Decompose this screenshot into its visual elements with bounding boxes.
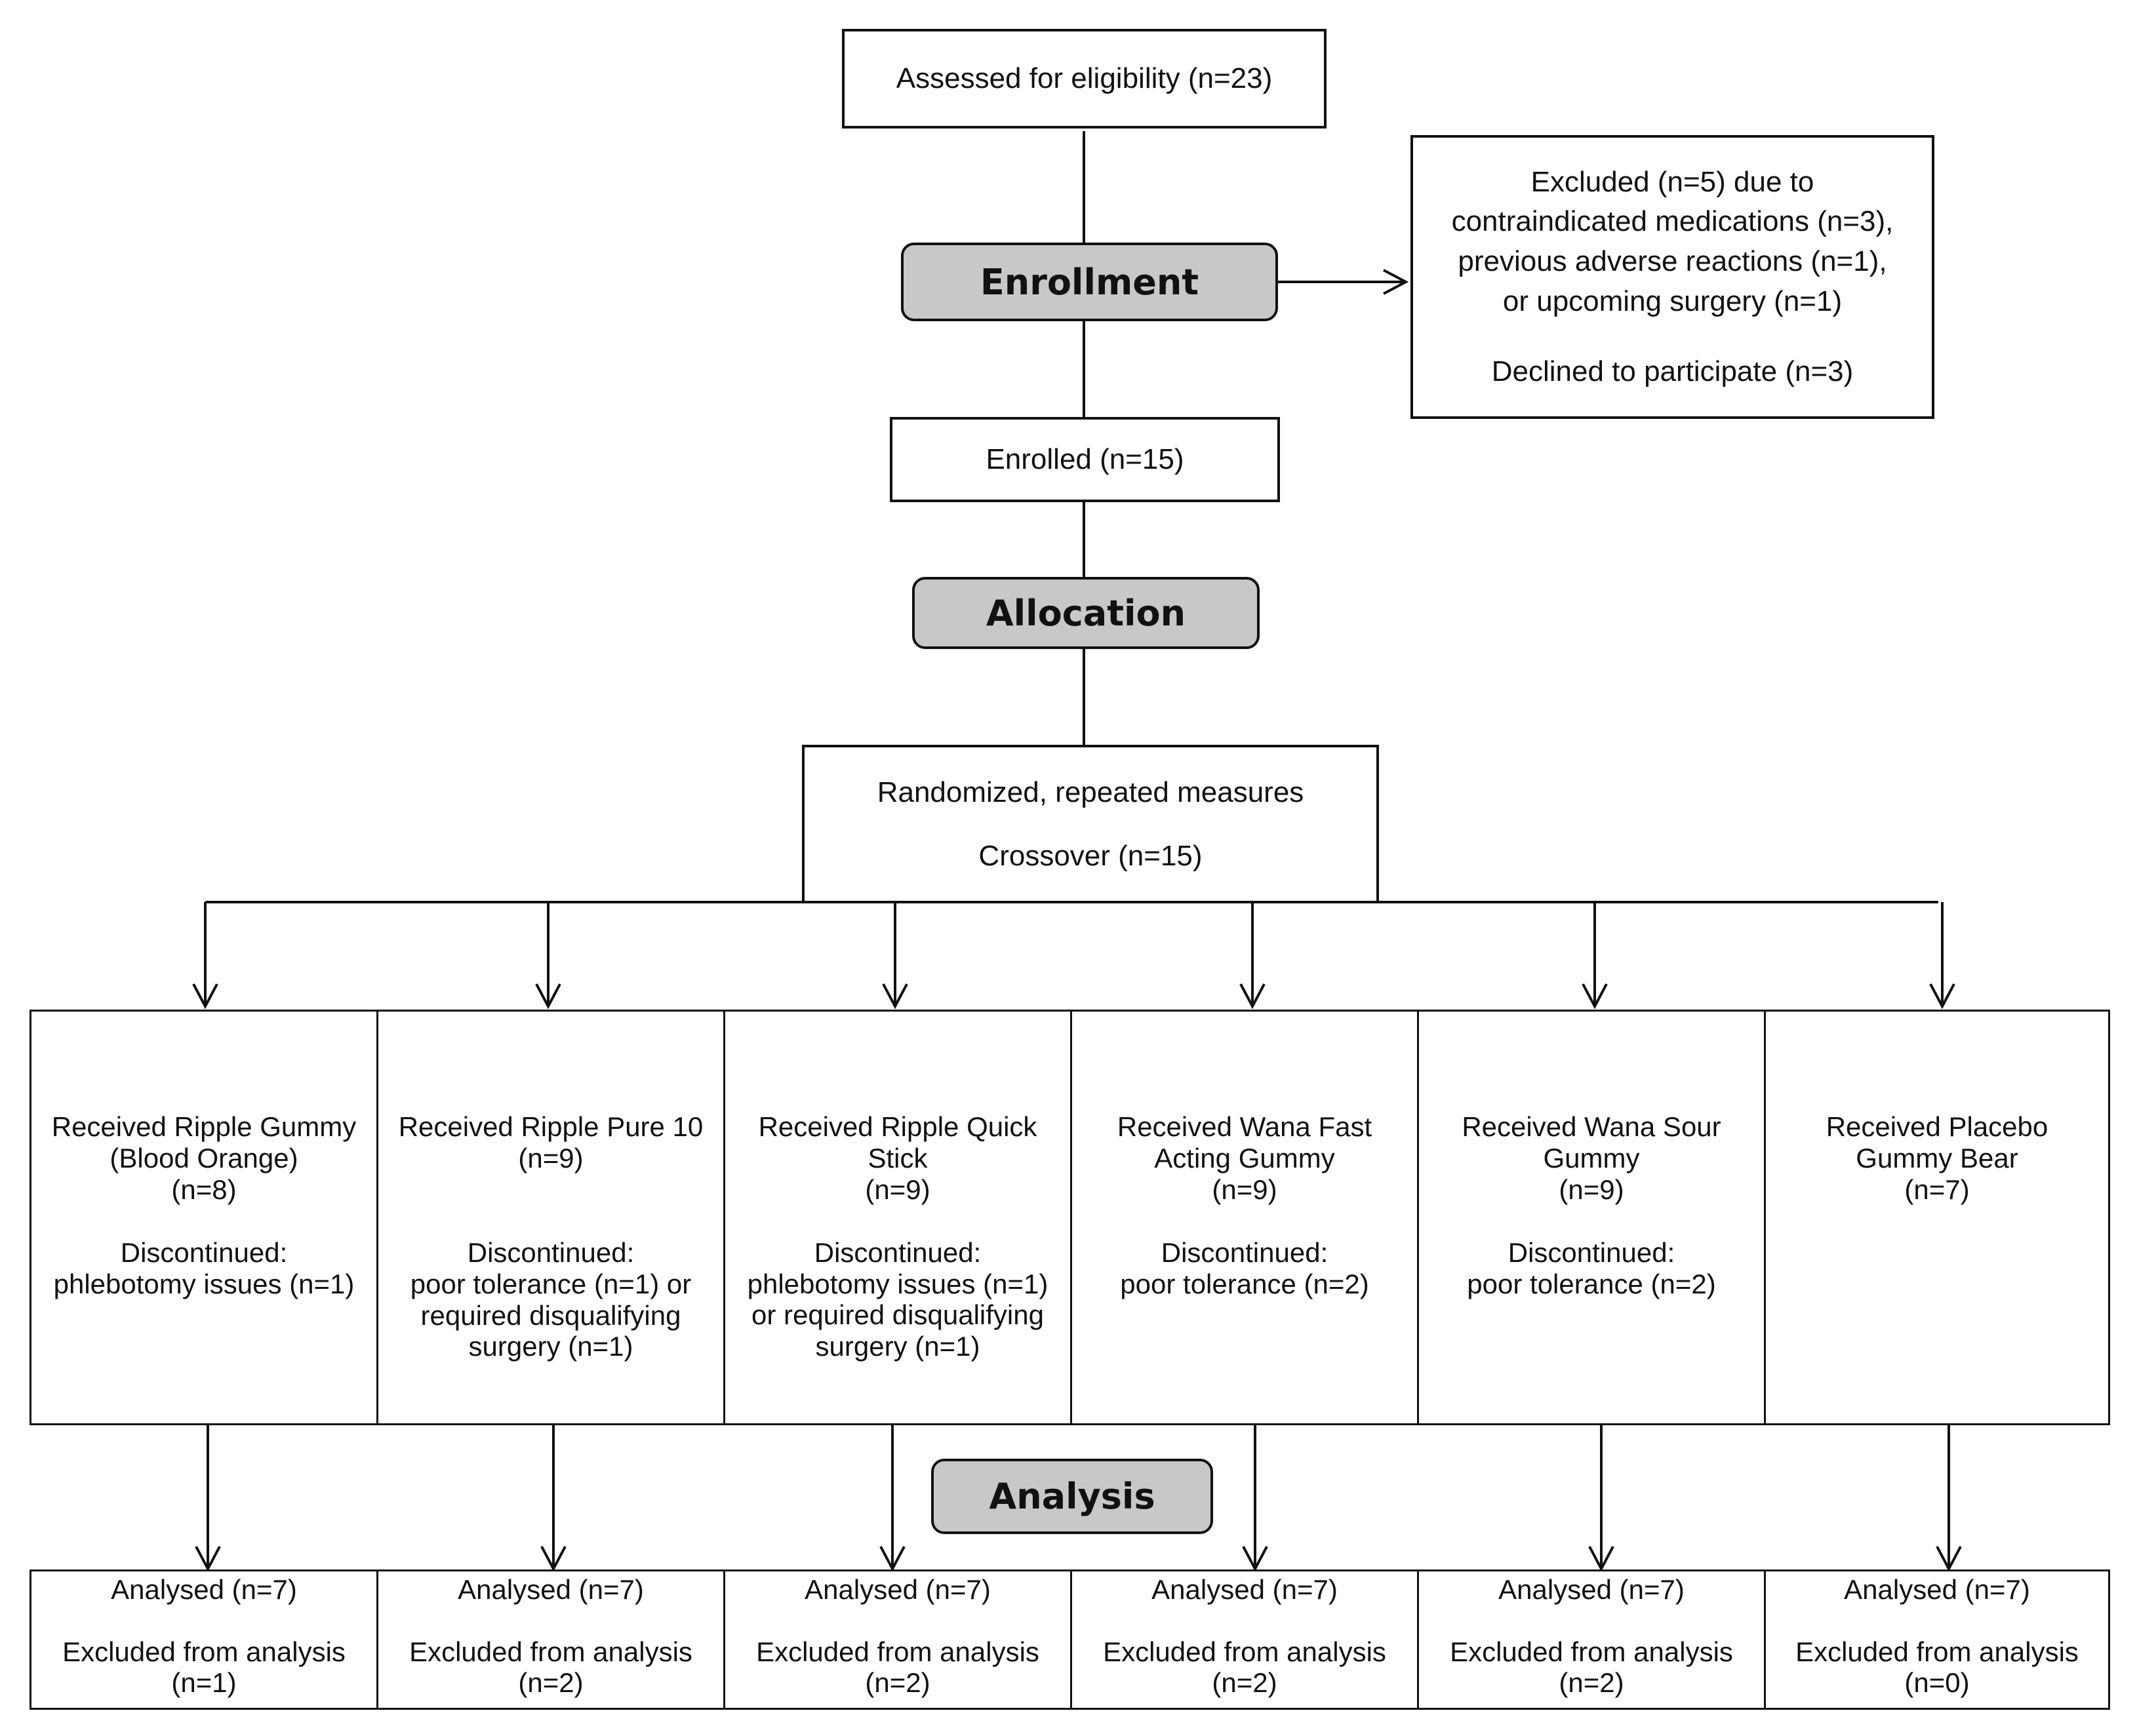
analysis-4-excluded-label: Excluded from analysis [1103, 1636, 1386, 1668]
analysis-3-excluded-n: (n=2) [865, 1667, 930, 1699]
assessed-text: Assessed for eligibility (n=23) [896, 62, 1273, 95]
analysis-6-excluded-label: Excluded from analysis [1795, 1636, 2079, 1668]
arm-3-discontinued-4: surgery (n=1) [815, 1331, 980, 1362]
enrollment-label: Enrollment [980, 261, 1199, 303]
arm-2-discontinued-1: Discontinued: [467, 1236, 635, 1268]
arm-3-discontinued-2: phlebotomy issues (n=1) [747, 1268, 1049, 1299]
assessed-box: Assessed for eligibility (n=23) [842, 29, 1327, 128]
analysis-3-excluded-label: Excluded from analysis [756, 1636, 1039, 1668]
arm-1-discontinued-2: phlebotomy issues (n=1) [53, 1268, 355, 1299]
excluded-box: Excluded (n=5) due to contraindicated me… [1410, 135, 1934, 419]
excluded-line-1: Excluded (n=5) due to [1530, 165, 1814, 198]
arm-3-received-1: Received Ripple Quick [758, 1111, 1037, 1142]
arm-6-received-1: Received Placebo [1826, 1111, 2048, 1142]
randomized-line-2: Crossover (n=15) [978, 840, 1203, 872]
analysis-box-6: Analysed (n=7) Excluded from analysis (n… [1764, 1569, 2110, 1710]
arm-4-discontinued-1: Discontinued: [1161, 1236, 1328, 1268]
arm-5-discontinued-2: poor tolerance (n=2) [1467, 1268, 1716, 1299]
arm-5-received-2: Gummy [1543, 1142, 1640, 1174]
analysis-4-excluded-n: (n=2) [1212, 1667, 1277, 1699]
arm-1-received-1: Received Ripple Gummy [51, 1111, 357, 1142]
analysis-6-analysed: Analysed (n=7) [1844, 1574, 2030, 1605]
analysis-5-excluded-label: Excluded from analysis [1450, 1636, 1733, 1668]
arm-3-received-3: (n=9) [865, 1174, 930, 1205]
excluded-line-2: contraindicated medications (n=3), [1451, 205, 1894, 238]
analysis-2-excluded-label: Excluded from analysis [409, 1636, 692, 1668]
arm-box-ripple-pure-10: Received Ripple Pure 10 (n=9) Discontinu… [376, 1010, 725, 1425]
analysis-box-2: Analysed (n=7) Excluded from analysis (n… [376, 1569, 725, 1710]
analysis-box-3: Analysed (n=7) Excluded from analysis (n… [723, 1569, 1072, 1710]
excluded-line-3: previous adverse reactions (n=1), [1458, 245, 1887, 278]
arm-box-wana-sour: Received Wana Sour Gummy (n=9) Discontin… [1417, 1010, 1766, 1425]
analysis-1-excluded-n: (n=1) [171, 1667, 237, 1699]
analysis-label: Analysis [989, 1476, 1155, 1517]
arm-2-discontinued-2: poor tolerance (n=1) or [410, 1268, 692, 1299]
arm-2-discontinued-3: required disqualifying [420, 1299, 681, 1331]
arm-4-received-2: Acting Gummy [1154, 1142, 1335, 1174]
enrollment-phase-label: Enrollment [901, 243, 1278, 321]
enrolled-box: Enrolled (n=15) [890, 417, 1280, 502]
analysis-3-analysed: Analysed (n=7) [805, 1574, 991, 1605]
analysis-5-analysed: Analysed (n=7) [1498, 1574, 1685, 1605]
arm-5-received-3: (n=9) [1559, 1174, 1624, 1205]
analysis-2-analysed: Analysed (n=7) [458, 1574, 644, 1605]
arm-4-received-1: Received Wana Fast [1117, 1111, 1372, 1142]
randomized-line-1: Randomized, repeated measures [877, 776, 1304, 808]
arm-1-received-3: (n=8) [171, 1174, 237, 1205]
analysis-4-analysed: Analysed (n=7) [1151, 1574, 1338, 1605]
arm-4-discontinued-2: poor tolerance (n=2) [1120, 1268, 1369, 1299]
allocation-label: Allocation [986, 592, 1186, 634]
analysis-box-1: Analysed (n=7) Excluded from analysis (n… [30, 1569, 378, 1710]
randomized-box: Randomized, repeated measures Crossover … [802, 745, 1379, 903]
arm-box-ripple-gummy: Received Ripple Gummy (Blood Orange) (n=… [30, 1010, 378, 1425]
analysis-2-excluded-n: (n=2) [518, 1667, 584, 1699]
arm-box-wana-fast-acting: Received Wana Fast Acting Gummy (n=9) Di… [1070, 1010, 1419, 1425]
arm-3-discontinued-1: Discontinued: [814, 1236, 982, 1268]
declined-text: Declined to participate (n=3) [1491, 355, 1854, 387]
analysis-box-4: Analysed (n=7) Excluded from analysis (n… [1070, 1569, 1419, 1710]
analysis-box-5: Analysed (n=7) Excluded from analysis (n… [1417, 1569, 1766, 1710]
analysis-1-excluded-label: Excluded from analysis [62, 1636, 346, 1668]
arm-1-discontinued-1: Discontinued: [120, 1236, 288, 1268]
arm-2-received-2: (n=9) [518, 1142, 584, 1174]
analysis-5-excluded-n: (n=2) [1559, 1667, 1624, 1699]
arm-6-received-3: (n=7) [1904, 1174, 1970, 1205]
excluded-line-4: or upcoming surgery (n=1) [1502, 285, 1843, 317]
arm-box-ripple-quick-stick: Received Ripple Quick Stick (n=9) Discon… [723, 1010, 1072, 1425]
enrolled-text: Enrolled (n=15) [986, 443, 1184, 476]
arm-3-received-2: Stick [868, 1142, 928, 1174]
arm-box-placebo: Received Placebo Gummy Bear (n=7) [1764, 1010, 2110, 1425]
arm-2-discontinued-4: surgery (n=1) [468, 1331, 633, 1362]
arm-3-discontinued-3: or required disqualifying [751, 1299, 1044, 1331]
analysis-6-excluded-n: (n=0) [1904, 1667, 1970, 1699]
arm-4-received-3: (n=9) [1212, 1174, 1277, 1205]
allocation-phase-label: Allocation [912, 577, 1260, 649]
arm-6-received-2: Gummy Bear [1856, 1142, 2018, 1174]
arm-2-received-1: Received Ripple Pure 10 [398, 1111, 704, 1142]
arm-5-received-1: Received Wana Sour [1462, 1111, 1721, 1142]
arm-5-discontinued-1: Discontinued: [1508, 1236, 1675, 1268]
analysis-phase-label: Analysis [931, 1459, 1213, 1534]
arm-1-received-2: (Blood Orange) [110, 1142, 298, 1174]
analysis-1-analysed: Analysed (n=7) [111, 1574, 297, 1605]
